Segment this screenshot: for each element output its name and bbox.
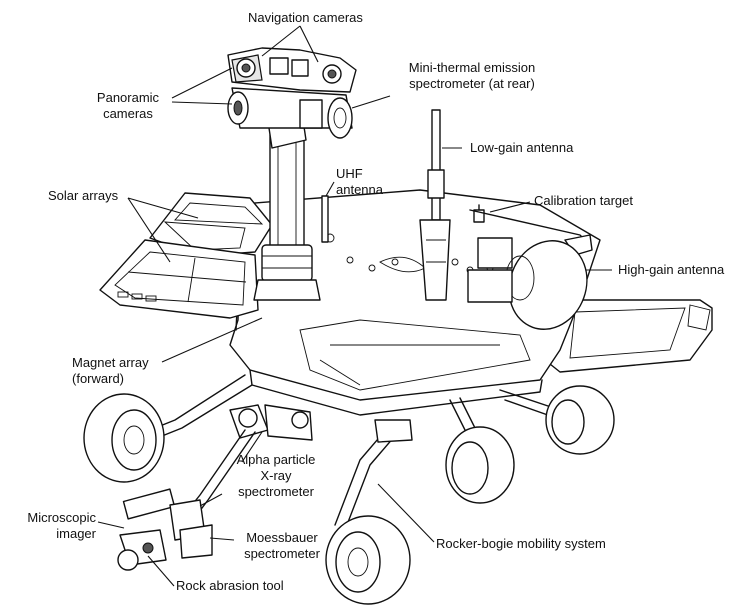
label-uhf-line2: antenna: [336, 182, 383, 197]
label-magnet-line2: (forward): [72, 371, 125, 386]
label-mini-tes-line1: Mini-thermal emission: [408, 60, 536, 75]
front-solar-wing: [99, 192, 273, 319]
low-gain-antenna-drawing: [419, 109, 451, 301]
label-high-gain-antenna: High-gain antenna: [618, 262, 725, 277]
label-microscopic-imager: Microscopic imager: [10, 510, 96, 542]
label-low-gain-antenna: Low-gain antenna: [470, 140, 574, 155]
label-uhf-line1: UHF: [336, 166, 363, 181]
wheel-middle-right: [445, 426, 515, 504]
label-mini-tes-line2: spectrometer (at rear): [409, 76, 535, 91]
label-apxs: Alpha particle X-ray spectrometer: [226, 452, 326, 500]
label-panoramic-line2: cameras: [103, 106, 153, 121]
label-rock-abrasion-tool: Rock abrasion tool: [176, 578, 284, 593]
label-microscopic-line2: imager: [56, 526, 96, 541]
camera-head: [227, 47, 357, 139]
label-apxs-line3: spectrometer: [238, 484, 314, 499]
label-apxs-line2: X-ray: [260, 468, 292, 483]
label-moessbauer-line1: Moessbauer: [246, 530, 318, 545]
label-magnet-line1: Magnet array: [72, 355, 149, 370]
label-rocker-bogie: Rocker-bogie mobility system: [436, 536, 606, 551]
label-panoramic-line1: Panoramic: [96, 90, 160, 105]
label-apxs-line1: Alpha particle: [236, 452, 316, 467]
label-mini-tes: Mini-thermal emission spectrometer (at r…: [392, 60, 552, 92]
label-magnet-array: Magnet array (forward): [72, 355, 149, 387]
instrument-arm: [179, 404, 313, 525]
label-solar-arrays: Solar arrays: [48, 188, 119, 203]
wheel-rear-right: [545, 385, 615, 455]
label-microscopic-line1: Microscopic: [27, 510, 96, 525]
label-calibration-target: Calibration target: [534, 193, 633, 208]
label-navigation-cameras: Navigation cameras: [248, 10, 363, 25]
wheel-front-left: [83, 393, 165, 483]
label-uhf-antenna: UHF antenna: [336, 166, 383, 198]
high-gain-antenna-drawing: [467, 237, 588, 330]
arm-turret: [117, 488, 213, 571]
uhf-antenna-drawing: [321, 195, 329, 243]
leader-lines: [97, 25, 612, 587]
label-moessbauer-line2: spectrometer: [244, 546, 320, 561]
label-panoramic-cameras: Panoramic cameras: [88, 90, 168, 122]
label-moessbauer: Moessbauer spectrometer: [232, 530, 332, 562]
wheel-front-right: [325, 515, 411, 605]
